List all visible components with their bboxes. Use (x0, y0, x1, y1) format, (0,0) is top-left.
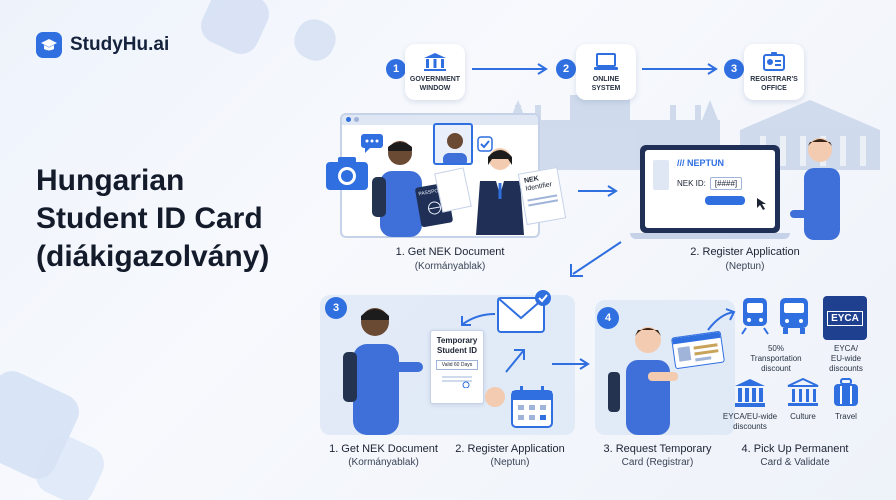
checkmark-icon (477, 136, 493, 152)
bus-icon (780, 298, 808, 334)
arrow-right-icon (578, 185, 618, 197)
nek-identifier-document: NEK Identifier (517, 166, 567, 226)
step-number-4: 4 (597, 307, 619, 329)
step-number-2: 2 (556, 59, 576, 79)
student-figure (372, 141, 422, 237)
chat-bubble-icon (361, 134, 383, 153)
brand-name: StudyHu.ai (70, 34, 170, 55)
arrow-right-icon (642, 63, 718, 75)
camera-icon (326, 157, 368, 190)
hand-icon (485, 387, 505, 407)
arrow-right-icon (552, 358, 590, 370)
government-building-icon (424, 52, 446, 71)
bank-discount-label: EYCA/EU-wide discounts (722, 412, 778, 431)
panel2-caption-title: 2. Register Application (690, 246, 800, 258)
step-number-1: 1 (386, 59, 406, 79)
neptun-brand: /// NEPTUN (677, 158, 725, 168)
arrow-left-icon (461, 313, 496, 326)
transport-discount-label: 50% Transportation discount (750, 344, 802, 373)
arrow-right-icon (472, 63, 548, 75)
panel2-caption-sub: (Neptun) (725, 261, 765, 272)
graduation-cap-icon (36, 32, 62, 58)
panel4-caption-b-title: 4. Pick Up Permanent (741, 443, 849, 455)
museum-icon (787, 378, 819, 406)
student-with-card-figure (608, 327, 678, 435)
culture-label: Culture (790, 412, 816, 421)
nek-id-input[interactable]: [####] (709, 177, 743, 190)
page-title: Hungarian Student ID Card (diákigazolván… (36, 164, 270, 273)
panel3-caption-a-title: 1. Get NEK Document (329, 443, 438, 455)
eyca-badge: EYCA (823, 296, 867, 340)
decor-blob (288, 13, 342, 67)
id-badge-icon (763, 51, 785, 71)
panel4-caption-b-sub: Card & Validate (760, 457, 830, 468)
train-icon (741, 298, 769, 335)
decor-blob (195, 0, 275, 60)
envelope-icon (497, 290, 551, 333)
bank-icon (735, 379, 765, 407)
submit-button[interactable] (705, 196, 745, 205)
luggage-icon (834, 378, 858, 406)
panel4-caption-a-title: 3. Request Temporary (603, 443, 712, 455)
eyca-discount-label: EYCA/ EU-wide discounts (829, 344, 863, 373)
student-with-document-figure (343, 308, 423, 435)
panel4-caption-a-sub: Card (Registrar) (621, 457, 694, 468)
arrow-down-left-icon (570, 241, 622, 277)
student-at-laptop-figure (790, 138, 840, 240)
arrow-up-right-icon (707, 308, 736, 331)
panel3-caption-a-sub: (Kormányablak) (348, 457, 419, 468)
video-participant-frame (433, 123, 473, 165)
step-number-3: 3 (724, 59, 744, 79)
panel1-caption-sub: (Kormányablak) (414, 261, 486, 272)
officer-figure (476, 148, 524, 235)
panel3-caption-b-sub: (Neptun) (490, 457, 530, 468)
panel1-caption-title: 1. Get NEK Document (395, 246, 505, 258)
laptop-screen: /// NEPTUN NEK ID: [####] (640, 145, 780, 233)
nek-id-label: NEK ID: (677, 179, 706, 188)
arrow-up-right-icon (505, 349, 525, 373)
brand-logo[interactable]: StudyHu.ai (36, 32, 169, 58)
panel3-caption-b-title: 2. Register Application (455, 443, 565, 455)
cursor-icon (757, 198, 766, 210)
step-number-3b: 3 (325, 297, 347, 319)
calendar-icon (511, 386, 553, 428)
laptop-icon (594, 52, 618, 70)
laptop-base (630, 233, 790, 239)
temporary-student-id-document: Temporary Student ID Valid 60 Days (430, 330, 484, 404)
travel-label: Travel (835, 412, 857, 421)
